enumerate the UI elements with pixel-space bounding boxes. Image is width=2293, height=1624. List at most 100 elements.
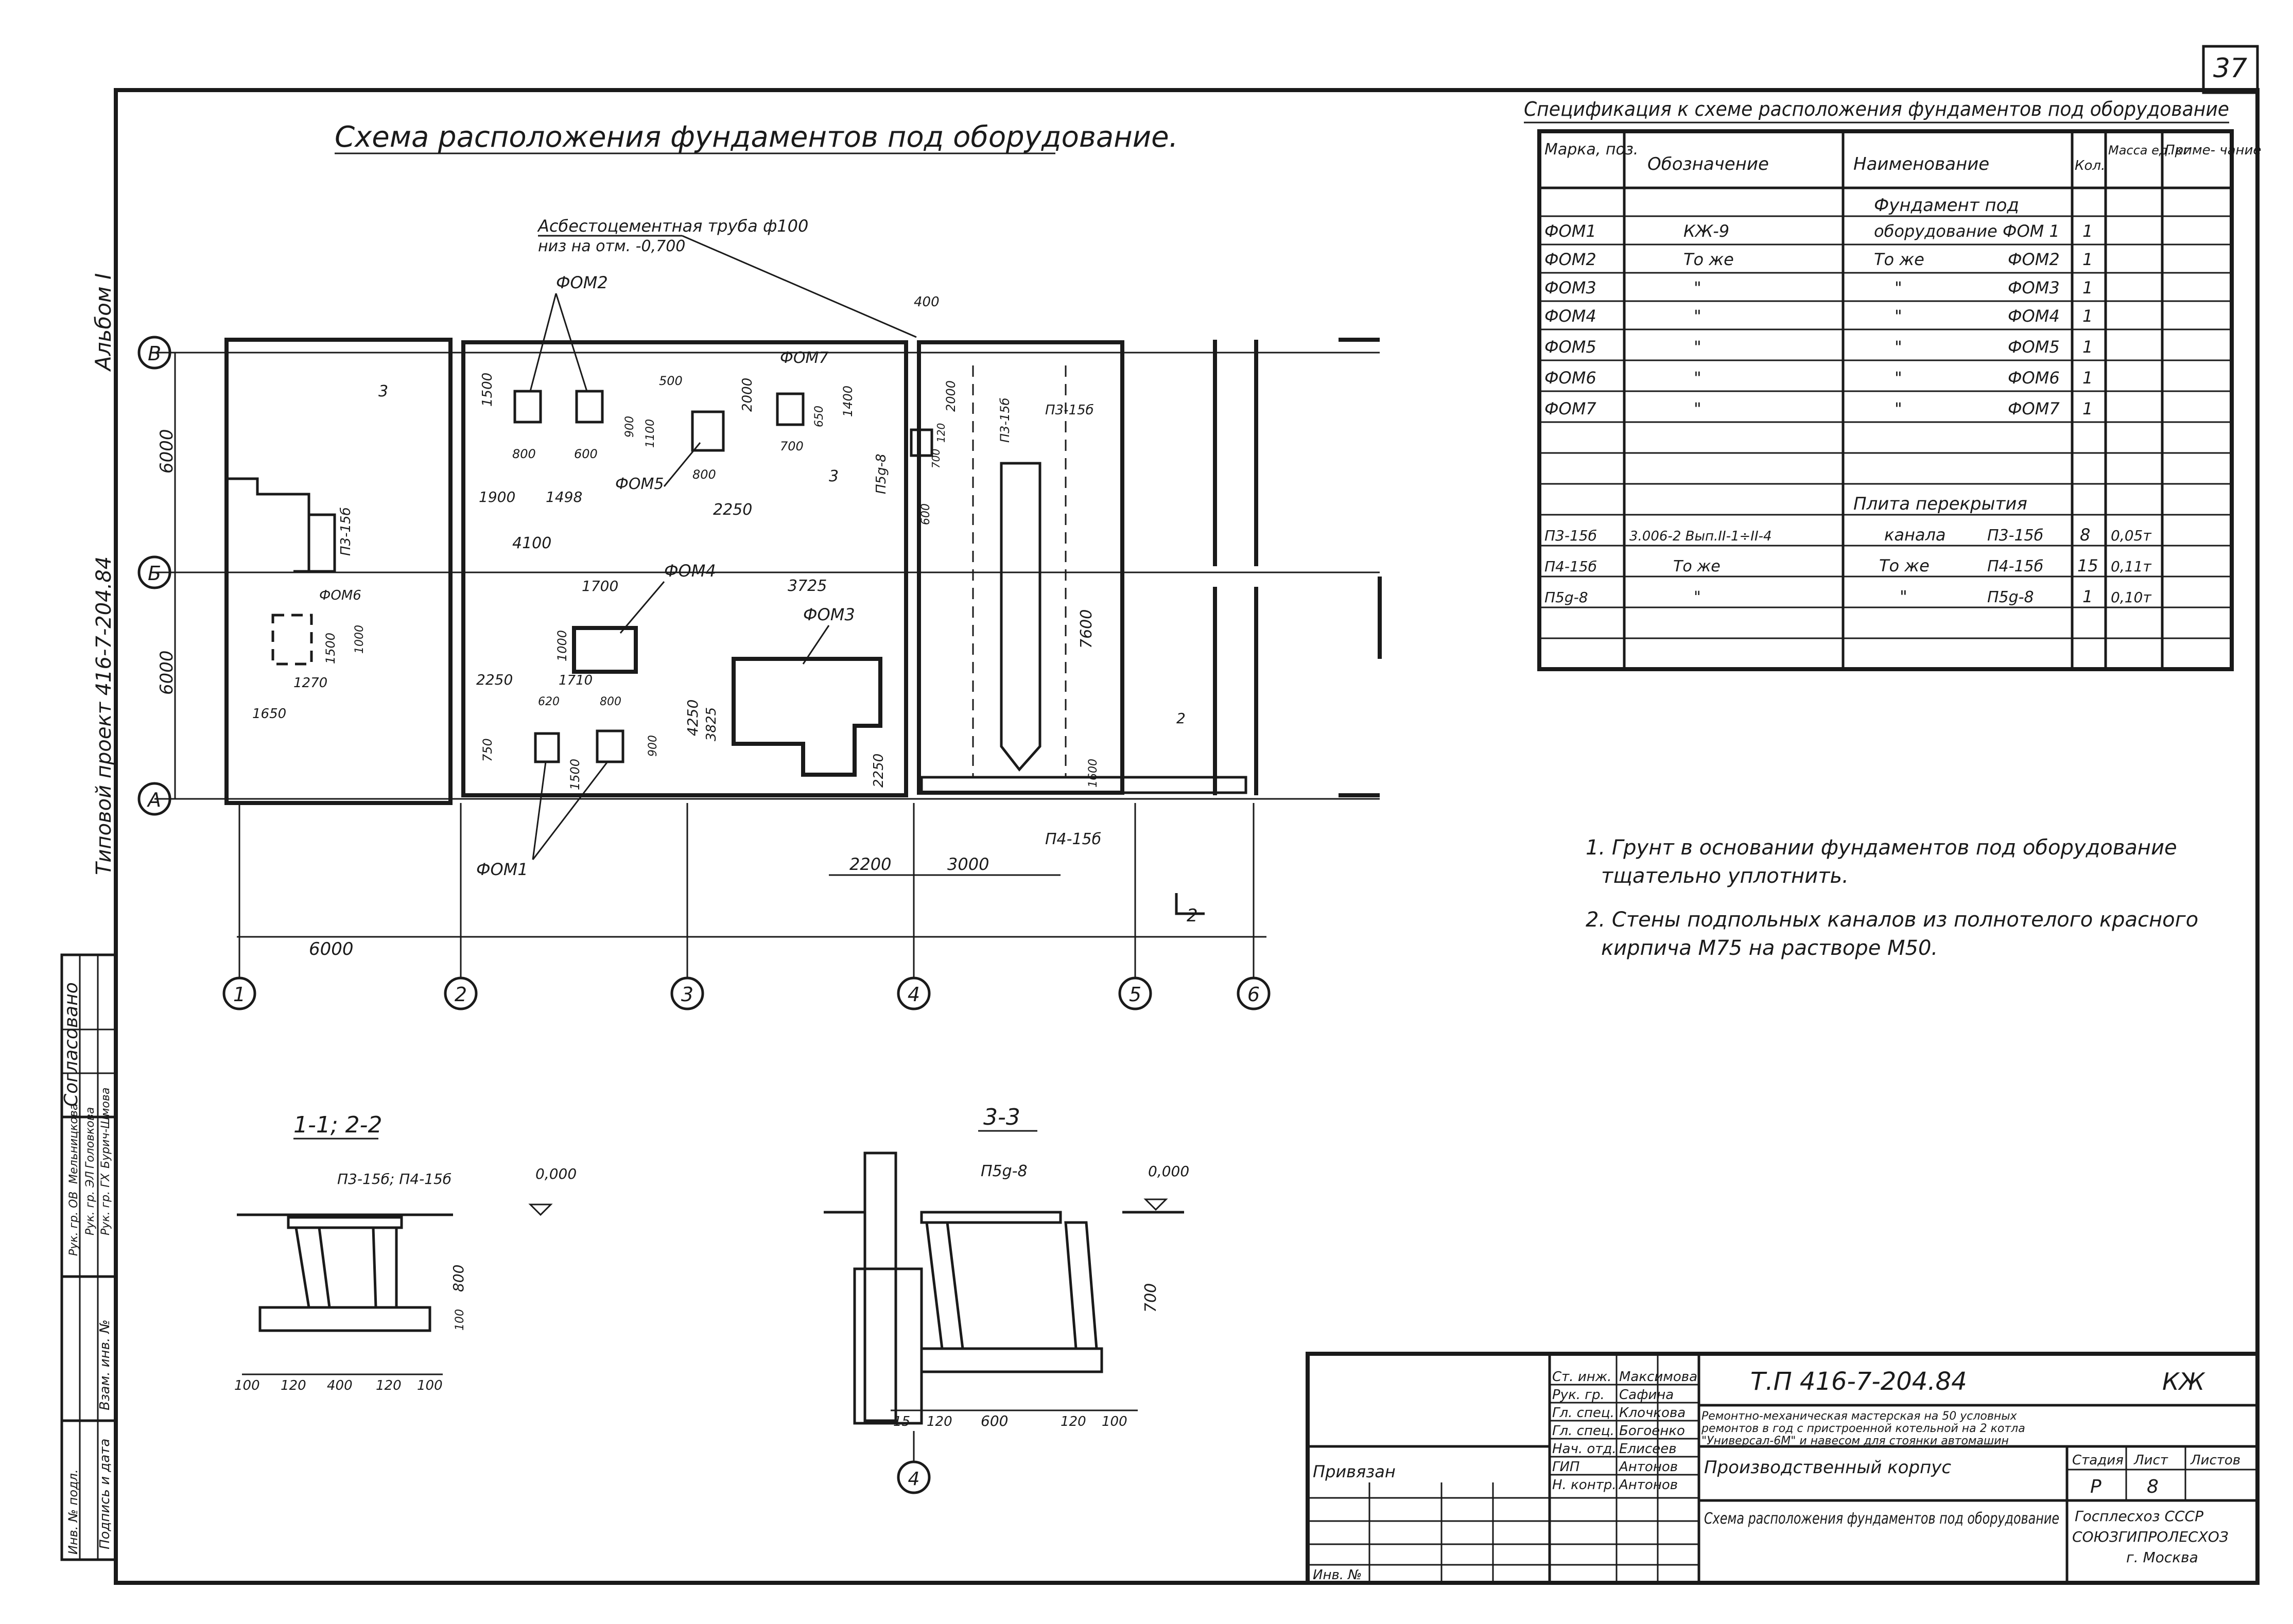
- building-name: Производственный корпус: [1704, 1457, 1951, 1478]
- dim-1900: 1900: [479, 488, 515, 505]
- spec-row2-mark: ФОМ2: [1544, 250, 1596, 269]
- stamp-col-1: Взам. инв. №: [97, 1319, 113, 1410]
- spec-row7-name2: ФОМ7: [2008, 399, 2060, 418]
- section33-title: 3-3: [983, 1104, 1020, 1130]
- spec-row1-mark: ФОМ1: [1544, 221, 1596, 241]
- spec-row8-mark: П3-15б: [1544, 527, 1597, 544]
- section33-slab-label: П5g-8: [981, 1162, 1028, 1180]
- note-1-line1: 1. Грунт в основании фундаментов под обо…: [1586, 836, 2177, 860]
- section12-title: 1-1; 2-2: [293, 1112, 383, 1138]
- spec-row4-name1: ": [1895, 306, 1902, 326]
- spec-row3-name2: ФОМ3: [2008, 278, 2060, 298]
- section33-dim-4: 100: [1102, 1414, 1127, 1429]
- spec-row9-mark: П4-15б: [1544, 558, 1597, 575]
- spec-row10-mark: П5g-8: [1544, 589, 1588, 606]
- sheet-label: Лист: [2133, 1453, 2168, 1468]
- spec-row5-mark: ФОМ5: [1544, 337, 1596, 357]
- spec-row4-qty: 1: [2082, 306, 2093, 326]
- stage-label: Стадия: [2072, 1453, 2124, 1468]
- section12-h100: 100: [454, 1309, 466, 1331]
- agreed-row-1-name: Головкова: [84, 1107, 97, 1168]
- spec-row6-name1: ": [1895, 368, 1902, 388]
- spec-row3-qty: 1: [2082, 278, 2093, 298]
- signer-6-role: ГИП: [1552, 1459, 1580, 1475]
- signer-2-role: Рук. гр.: [1552, 1387, 1605, 1403]
- label-fom6: ФОМ6: [319, 588, 361, 603]
- section12-dim-2: 400: [327, 1378, 353, 1393]
- plan-title: Схема расположения фундаментов под обору…: [335, 120, 1178, 154]
- agreed-row-1-role: Рук. гр. ЭЛ: [84, 1171, 97, 1235]
- spec-row6-ref: ": [1694, 368, 1701, 388]
- fom6-block: [271, 614, 313, 666]
- description-line1: Ремонтно-механическая мастерская на 50 у…: [1701, 1410, 2018, 1423]
- inv-label: Инв. №: [1313, 1567, 1362, 1583]
- axis-row-a: А: [146, 789, 161, 811]
- axis-col-6: 6: [1247, 983, 1260, 1006]
- spec-row5-name1: ": [1895, 337, 1902, 357]
- spec-row1-qty: 1: [2082, 221, 2093, 241]
- slab-p3-right: П3-15б: [1045, 403, 1094, 418]
- title-block: Ст. инж. Максимова Рук. гр. Сафина Гл. с…: [1306, 1352, 2260, 1585]
- label-fom3: ФОМ3: [803, 605, 855, 624]
- dim-2000b: 2000: [944, 380, 958, 412]
- dim-700b: 700: [930, 449, 942, 468]
- drawing-code: Т.П 416-7-204.84: [1750, 1367, 1967, 1396]
- spec-row: ФОМ2 То же То же ФОМ2 1: [1544, 250, 2093, 269]
- dim-7600: 7600: [1078, 609, 1096, 649]
- dim-1270: 1270: [293, 675, 327, 691]
- spec-row10-ref: ": [1694, 588, 1701, 606]
- general-notes: 1. Грунт в основании фундаментов под обо…: [1586, 836, 2198, 960]
- signer-3-role: Гл. спец.: [1552, 1405, 1614, 1421]
- dim-2250c: 2250: [871, 754, 887, 788]
- label-fom4: ФОМ4: [664, 561, 716, 581]
- cut-3-top: 3: [378, 382, 388, 400]
- foundation-plan: Схема расположения фундаментов под обору…: [137, 120, 1382, 1010]
- spec-row7-qty: 1: [2082, 399, 2093, 418]
- spec-h-ref: Обозначение: [1647, 154, 1769, 174]
- spec-row3-name1: ": [1895, 278, 1902, 298]
- dim-1650: 1650: [252, 706, 286, 722]
- col-dim-2: 2200: [849, 854, 891, 874]
- spec-group1-header: Фундамент под: [1874, 195, 2019, 216]
- spec-row: П4-15б То же То же П4-15б 15 0,11т: [1544, 556, 2151, 575]
- spec-row6-qty: 1: [2082, 368, 2093, 388]
- section33-dim-2: 600: [981, 1412, 1008, 1429]
- left-margin: Альбом I Типовой проект 416-7-204.84 Сог…: [60, 273, 117, 1561]
- dim-1710: 1710: [559, 673, 593, 688]
- dim-2250b: 2250: [476, 671, 513, 688]
- dim-3825: 3825: [704, 707, 719, 741]
- dim-4250: 4250: [684, 700, 701, 736]
- plan-dimensions: 400 1500 2000 1400 500 900 1100 800 600 …: [252, 294, 1100, 790]
- col-dim-1: 6000: [309, 939, 354, 959]
- spec-row7-ref: ": [1694, 399, 1701, 418]
- dim-800c: 800: [600, 695, 621, 708]
- spec-row2-ref: То же: [1683, 250, 1734, 269]
- spec-row9-qty: 15: [2077, 556, 2098, 575]
- spec-row5-ref: ": [1694, 337, 1701, 357]
- dim-1498: 1498: [546, 488, 582, 505]
- spec-row9-name1: То же: [1879, 556, 1930, 575]
- slab-p5: П5g-8: [874, 453, 889, 494]
- row-dim-2: 6000: [157, 650, 177, 695]
- fom3-block: [732, 657, 882, 777]
- note-2-line1: 2. Стены подпольных каналов из полнотело…: [1586, 908, 2198, 932]
- section33-h700: 700: [1142, 1283, 1160, 1313]
- spec-row7-name1: ": [1895, 399, 1902, 418]
- label-fom5: ФОМ5: [615, 475, 664, 493]
- agreed-row-2-role: Рук. гр. ГХ: [99, 1173, 112, 1235]
- specification-table: Спецификация к схеме расположения фундам…: [1524, 98, 2261, 671]
- spec-row: ФОМ5 " " ФОМ5 1: [1544, 337, 2093, 357]
- agreed-row-3-name: Мельницкова: [67, 1104, 80, 1184]
- pipe-note-line1: Асбестоцементная труба ф100: [537, 216, 808, 236]
- spec-row10-qty: 1: [2082, 587, 2093, 606]
- dim-1500b: 1500: [568, 759, 582, 790]
- dim-800b: 800: [692, 467, 716, 482]
- dim-2250a: 2250: [713, 501, 752, 519]
- stage-value: Р: [2090, 1476, 2101, 1497]
- section12-dim-1: 120: [281, 1378, 306, 1393]
- org-line3: г. Москва: [2126, 1549, 2198, 1566]
- section12-level: 0,000: [535, 1165, 577, 1182]
- section12-dim-4: 100: [417, 1378, 443, 1393]
- dim-1600: 1600: [1087, 759, 1100, 788]
- section33-dim-1: 120: [927, 1414, 952, 1429]
